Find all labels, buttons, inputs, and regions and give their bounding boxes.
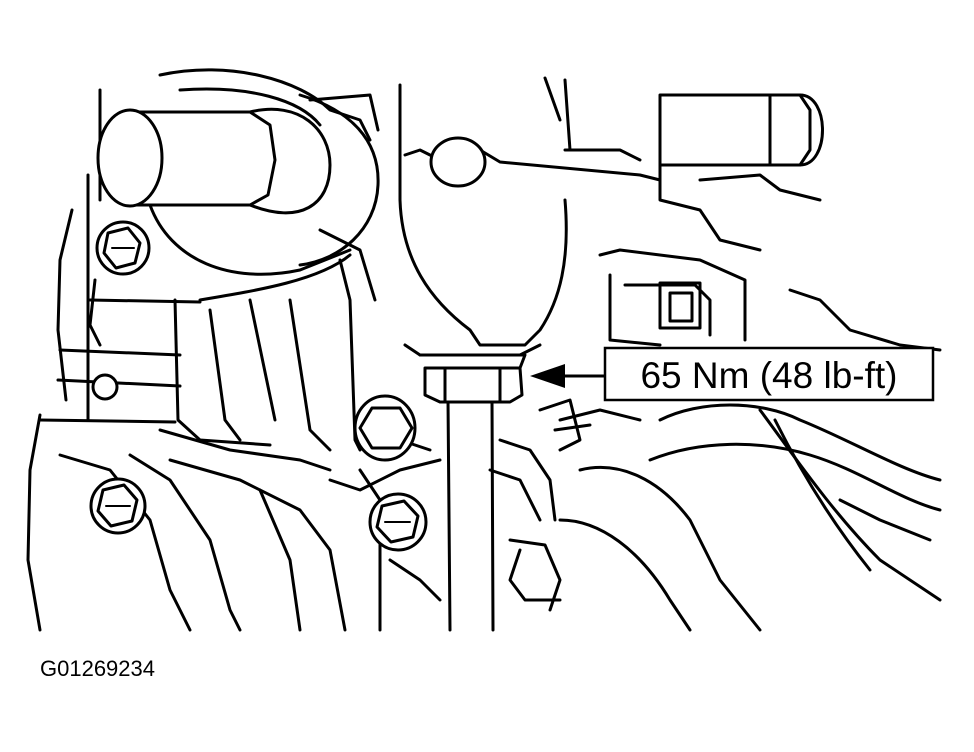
right-upper-pipe — [658, 93, 824, 252]
bolt-center-lower — [368, 492, 428, 552]
bolt-left-mid — [91, 373, 119, 401]
lower-bracket — [158, 253, 442, 632]
left-flange — [298, 93, 380, 302]
figure-id: G01269234 — [40, 656, 155, 681]
electrical-connector — [598, 248, 747, 347]
hose-clamp — [488, 398, 592, 612]
left-pipe-cylinder — [96, 68, 372, 276]
bolt-upper-left — [95, 220, 151, 276]
bolt-center-left — [353, 394, 417, 462]
callout-arrow — [530, 364, 607, 388]
vertical-tool-shaft — [446, 398, 495, 632]
housing-boss — [429, 136, 487, 188]
left-housing-outline — [26, 88, 242, 632]
torque-label: 65 Nm (48 lb-ft) — [640, 355, 897, 396]
hex-fitting — [418, 353, 527, 404]
bolt-lower-left — [89, 477, 147, 535]
torque-callout: 65 Nm (48 lb-ft) — [603, 346, 935, 402]
center-housing — [398, 76, 662, 357]
